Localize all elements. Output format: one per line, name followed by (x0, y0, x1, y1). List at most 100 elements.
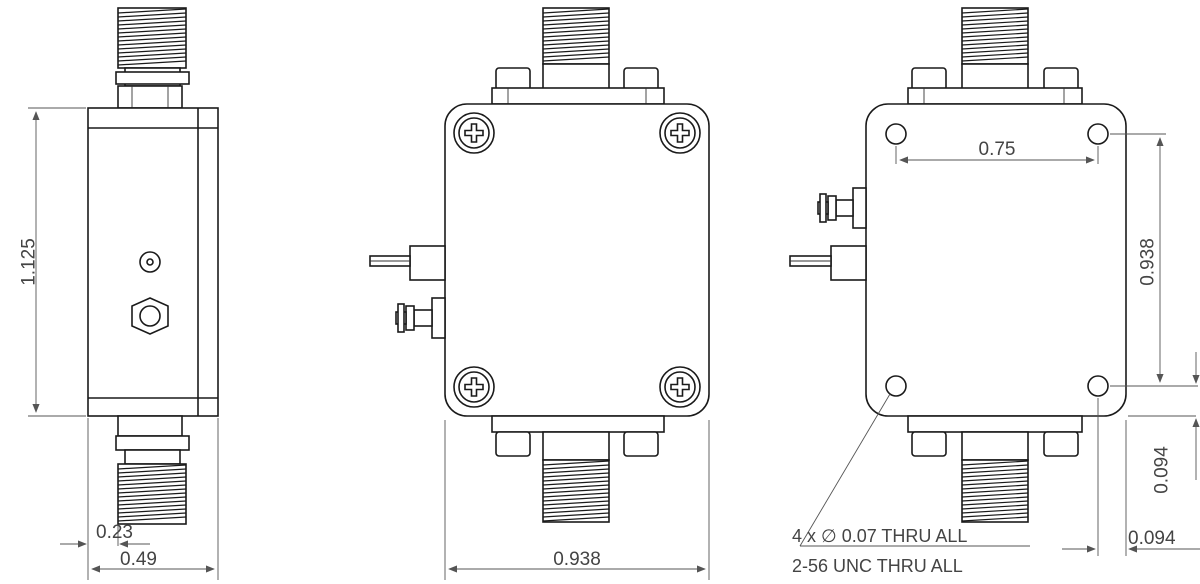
thread-line (542, 40, 610, 46)
back-top-connector (907, 7, 1083, 105)
thread-line (961, 52, 1029, 58)
front-view: 0.938 (369, 7, 710, 580)
thread-line (961, 36, 1029, 42)
thread-line (961, 472, 1029, 478)
front-top-connector (491, 7, 665, 105)
thread-line (117, 480, 187, 486)
thread-line (542, 16, 610, 22)
thread-line (117, 516, 187, 522)
thread-line (117, 464, 187, 470)
thread-line (961, 460, 1029, 466)
thread-line (961, 44, 1029, 50)
note-thread-spec: 2-56 UNC THRU ALL (792, 556, 963, 576)
dim-hole-spacing-x: 0.75 (979, 139, 1016, 160)
side-bottom-connector (115, 415, 190, 525)
thread-line (117, 40, 187, 46)
dim-side-width: 0.49 (120, 549, 157, 570)
thread-line (961, 48, 1029, 54)
thread-line (961, 496, 1029, 502)
front-side-pins (369, 245, 446, 339)
thread-line (542, 24, 610, 30)
thread-line (117, 8, 187, 14)
dim-hole-offset-x: 0.094 (1128, 528, 1176, 549)
thread-line (117, 48, 187, 54)
dim-hole-offset-y: 0.094 (1152, 446, 1173, 494)
back-bottom-connector (907, 415, 1083, 523)
thread-line (117, 508, 187, 514)
screw-head (453, 112, 495, 154)
thread-line (961, 480, 1029, 486)
thread-line (117, 28, 187, 34)
screw-head (659, 366, 701, 408)
thread-line (542, 32, 610, 38)
thread-line (542, 48, 610, 54)
thread-line (961, 512, 1029, 518)
thread-line (542, 56, 610, 62)
side-body (87, 107, 219, 417)
thread-line (961, 32, 1029, 38)
thread-line (117, 60, 187, 66)
mount-hole-tl (885, 123, 907, 145)
thread-line (117, 488, 187, 494)
thread-line (961, 508, 1029, 514)
front-screws (453, 112, 701, 408)
mount-hole-tr (1087, 123, 1109, 145)
thread-line (961, 24, 1029, 30)
thread-line (542, 484, 610, 490)
thread-line (542, 496, 610, 502)
thread-line (117, 20, 187, 26)
thread-line (117, 484, 187, 490)
thread-line (961, 504, 1029, 510)
thread-line (961, 8, 1029, 14)
thread-line (961, 40, 1029, 46)
back-dimensions: 0.75 0.938 0.094 0.094 4 x ∅ 0.07 THRU A… (792, 133, 1200, 576)
thread-line (117, 496, 187, 502)
back-view: 0.75 0.938 0.094 0.094 4 x ∅ 0.07 THRU A… (789, 7, 1200, 576)
thread-line (542, 504, 610, 510)
thread-line (117, 504, 187, 510)
dim-side-connector-width: 0.23 (96, 522, 133, 543)
thread-line (961, 484, 1029, 490)
thread-line (117, 16, 187, 22)
thread-line (542, 492, 610, 498)
back-side-pins (789, 187, 867, 281)
screw-head (659, 112, 701, 154)
mount-hole-br (1087, 375, 1109, 397)
thread-line (542, 52, 610, 58)
thread-line (961, 516, 1029, 522)
thread-line (961, 12, 1029, 18)
thread-line (961, 488, 1029, 494)
dim-hole-spacing-y: 0.938 (1138, 238, 1159, 286)
thread-line (117, 512, 187, 518)
dim-front-width: 0.938 (553, 549, 601, 570)
thread-line (542, 480, 610, 486)
thread-line (117, 52, 187, 58)
thread-line (117, 24, 187, 30)
thread-line (961, 464, 1029, 470)
thread-line (542, 476, 610, 482)
thread-line (542, 468, 610, 474)
thread-line (542, 460, 610, 466)
screw-head (453, 366, 495, 408)
thread-line (542, 516, 610, 522)
thread-line (961, 28, 1029, 34)
thread-line (117, 32, 187, 38)
side-view: 1.125 0.23 0.49 (19, 7, 219, 580)
thread-line (542, 472, 610, 478)
front-bottom-connector (491, 415, 665, 523)
thread-line (542, 464, 610, 470)
thread-line (961, 56, 1029, 62)
thread-line (542, 20, 610, 26)
front-body (444, 103, 710, 417)
thread-line (117, 12, 187, 18)
side-dimensions: 1.125 0.23 0.49 (19, 107, 219, 580)
thread-line (961, 500, 1029, 506)
front-dimensions: 0.938 (444, 420, 710, 580)
thread-line (117, 492, 187, 498)
thread-line (961, 20, 1029, 26)
thread-line (961, 476, 1029, 482)
thread-line (961, 468, 1029, 474)
thread-line (542, 12, 610, 18)
dim-side-height: 1.125 (19, 238, 40, 286)
